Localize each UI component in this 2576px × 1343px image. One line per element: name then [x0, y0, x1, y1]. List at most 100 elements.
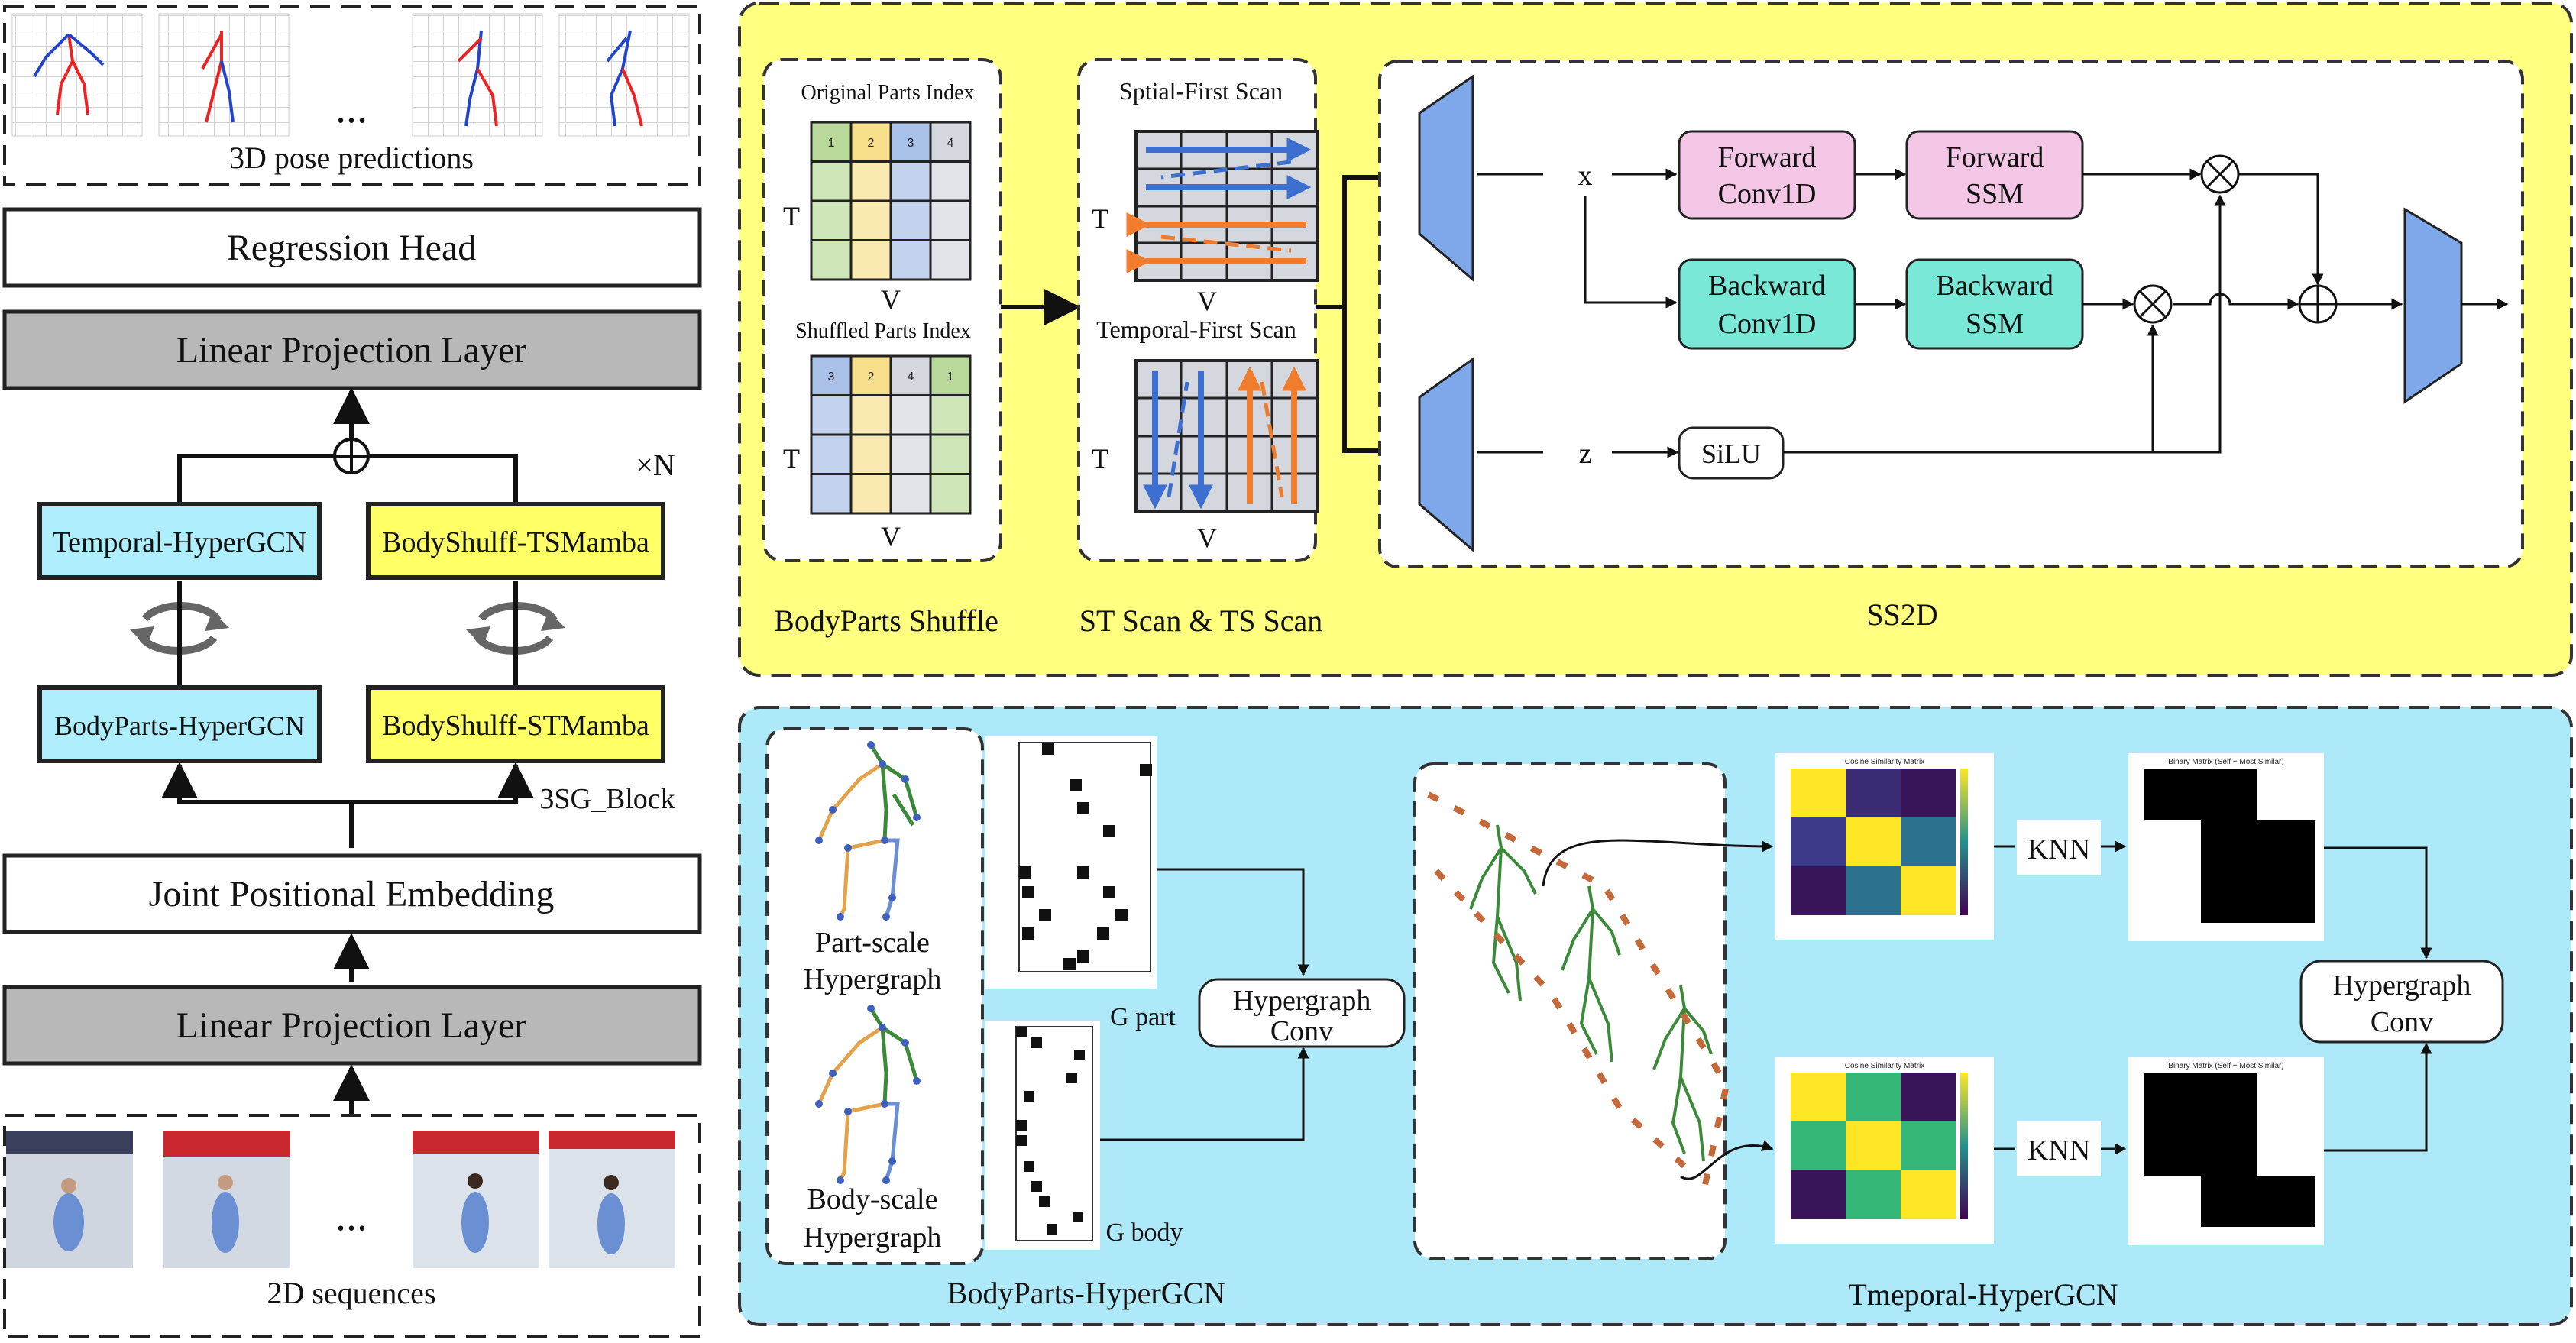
regression-head-label: Regression Head: [227, 228, 477, 268]
index-cell: [810, 199, 853, 241]
pose-plot-3: [412, 13, 543, 137]
backward-conv-line2: Conv1D: [1718, 308, 1817, 340]
backward-conv-box: Backward Conv1D: [1678, 258, 1856, 350]
g-body-matrix: [985, 1021, 1100, 1250]
cos-matrix-top: Cosine Similarity Matrix: [1775, 753, 1994, 940]
binary-matrix-top: Binary Matrix (Self + Most Similar): [2128, 753, 2324, 941]
index-cell: [929, 199, 972, 241]
backward-conv-line1: Backward: [1708, 270, 1826, 302]
silu-label: SiLU: [1701, 438, 1761, 469]
hypergraph-conv-right: Hypergraph Conv: [2299, 960, 2504, 1044]
index-cell: [889, 239, 932, 281]
index-cell: [810, 433, 853, 475]
index-number: 3: [908, 137, 914, 150]
index-cell: [929, 160, 972, 202]
z-label: z: [1579, 438, 1592, 470]
index-cell: [810, 394, 853, 436]
temporal-axis-v: V: [1197, 523, 1217, 553]
part-scale-joints: [815, 741, 921, 921]
index-number: 2: [868, 137, 875, 150]
knn-box-top: KNN: [2017, 820, 2101, 875]
bodyshuffle-ts-label: BodyShulff-TSMamba: [382, 526, 649, 558]
g-body-label: G body: [1105, 1218, 1183, 1247]
index-number: 1: [828, 137, 835, 150]
binary-matrix-top-title: Binary Matrix (Self + Most Similar): [2168, 758, 2283, 766]
arrow-top-mult-to-add: [2238, 173, 2324, 286]
forward-conv-line1: Forward: [1718, 141, 1817, 173]
index-cell: [929, 433, 972, 475]
loop-icon-right: [466, 602, 565, 655]
index-number: 2: [868, 371, 875, 383]
arrow-bin-bottom-to-conv: [2324, 1042, 2432, 1152]
connector-ts-sum: [368, 454, 518, 519]
temporal-hypergcn-box: Temporal-HyperGCN: [37, 502, 322, 580]
silu-box: SiLU: [1678, 426, 1785, 480]
arrow-bottom-mult-to-add: [2173, 293, 2299, 310]
linear-projection-bottom-box: Linear Projection Layer: [2, 985, 702, 1066]
index-number: 4: [947, 137, 954, 150]
forward-conv-line2: Conv1D: [1718, 178, 1817, 210]
regression-head-box: Regression Head: [2, 207, 702, 288]
caption-shuffle: BodyParts Shuffle: [774, 604, 998, 638]
frame-4: [549, 1131, 675, 1268]
index-cell: [810, 473, 853, 515]
index-cell: [849, 160, 892, 202]
index-cell: [889, 394, 932, 436]
body-scale-line1: Body-scale: [807, 1183, 938, 1215]
arrow-bin-top-to-conv: [2324, 846, 2432, 960]
hypergraph-conv-right-line2: Conv: [2371, 1006, 2433, 1038]
pose-plot-4: [558, 13, 690, 137]
index-cell: [889, 160, 932, 202]
arrow-to-bodyparts: [161, 762, 351, 804]
part-scale-line1: Part-scale: [815, 927, 930, 959]
arrow-silu-to-top-mult: [1783, 194, 2226, 454]
index-cell: [810, 239, 853, 281]
spatial-axis-t: T: [1092, 203, 1108, 234]
trapezoid-bottom: [1418, 357, 1474, 553]
index-cell: [849, 394, 892, 436]
trapezoid-top: [1418, 74, 1474, 283]
bodyshuffle-st-box: BodyShulff-STMamba: [366, 685, 665, 763]
hypergraph-conv-left: Hypergraph Conv: [1198, 978, 1406, 1048]
original-index-title: Original Parts Index: [801, 81, 974, 105]
temporal-sequence-box: [1413, 762, 1727, 1260]
index-cell: [849, 433, 892, 475]
g-part-matrix: [985, 736, 1157, 989]
bodyshuffle-ts-box: BodyShulff-TSMamba: [366, 502, 665, 580]
forward-ssm-box: Forward SSM: [1905, 130, 2084, 220]
sequences-panel: ... 2D sequences: [3, 1114, 701, 1338]
frame-1: [6, 1131, 133, 1268]
backward-ssm-line2: SSM: [1966, 308, 2024, 340]
arrow-gbody-to-conv: [1100, 1047, 1309, 1141]
index-cell: [849, 473, 892, 515]
index-cell: [929, 354, 972, 396]
x-label: x: [1578, 160, 1593, 192]
index-cell: [849, 199, 892, 241]
knn-bottom-label: KNN: [2027, 1134, 2090, 1167]
caption-bodyparts: BodyParts-HyperGCN: [947, 1276, 1225, 1310]
spatial-first-title: Sptial-First Scan: [1119, 77, 1283, 105]
index-cell: [849, 239, 892, 281]
temporal-hypergcn-label: Temporal-HyperGCN: [53, 526, 307, 558]
body-scale-line2: Hypergraph: [804, 1222, 942, 1254]
index-cell: [929, 239, 972, 281]
temporal-skeletons: [1427, 791, 1730, 1193]
caption-scan: ST Scan & TS Scan: [1079, 604, 1323, 638]
hypergraph-conv-left-line1: Hypergraph: [1233, 985, 1371, 1017]
knn-top-label: KNN: [2027, 833, 2090, 866]
index-cell: [889, 199, 932, 241]
linear-projection-bottom-label: Linear Projection Layer: [176, 1005, 526, 1046]
forward-ssm-line2: SSM: [1966, 178, 2024, 210]
index-number: 4: [908, 371, 914, 383]
arrow-sequence-to-cos-bottom: [1680, 1140, 1774, 1180]
index-number: 1: [947, 371, 954, 383]
index-cell: [810, 160, 853, 202]
repeat-label: ×N: [636, 448, 675, 482]
temporal-first-title: Temporal-First Scan: [1096, 316, 1296, 343]
pose-plot-2: [158, 13, 290, 137]
caption-temporal: Tmeporal-HyperGCN: [1848, 1277, 2118, 1312]
forward-conv-box: Forward Conv1D: [1678, 130, 1856, 220]
trapezoid-out: [2403, 207, 2463, 404]
spatial-first-grid: [1126, 130, 1319, 282]
